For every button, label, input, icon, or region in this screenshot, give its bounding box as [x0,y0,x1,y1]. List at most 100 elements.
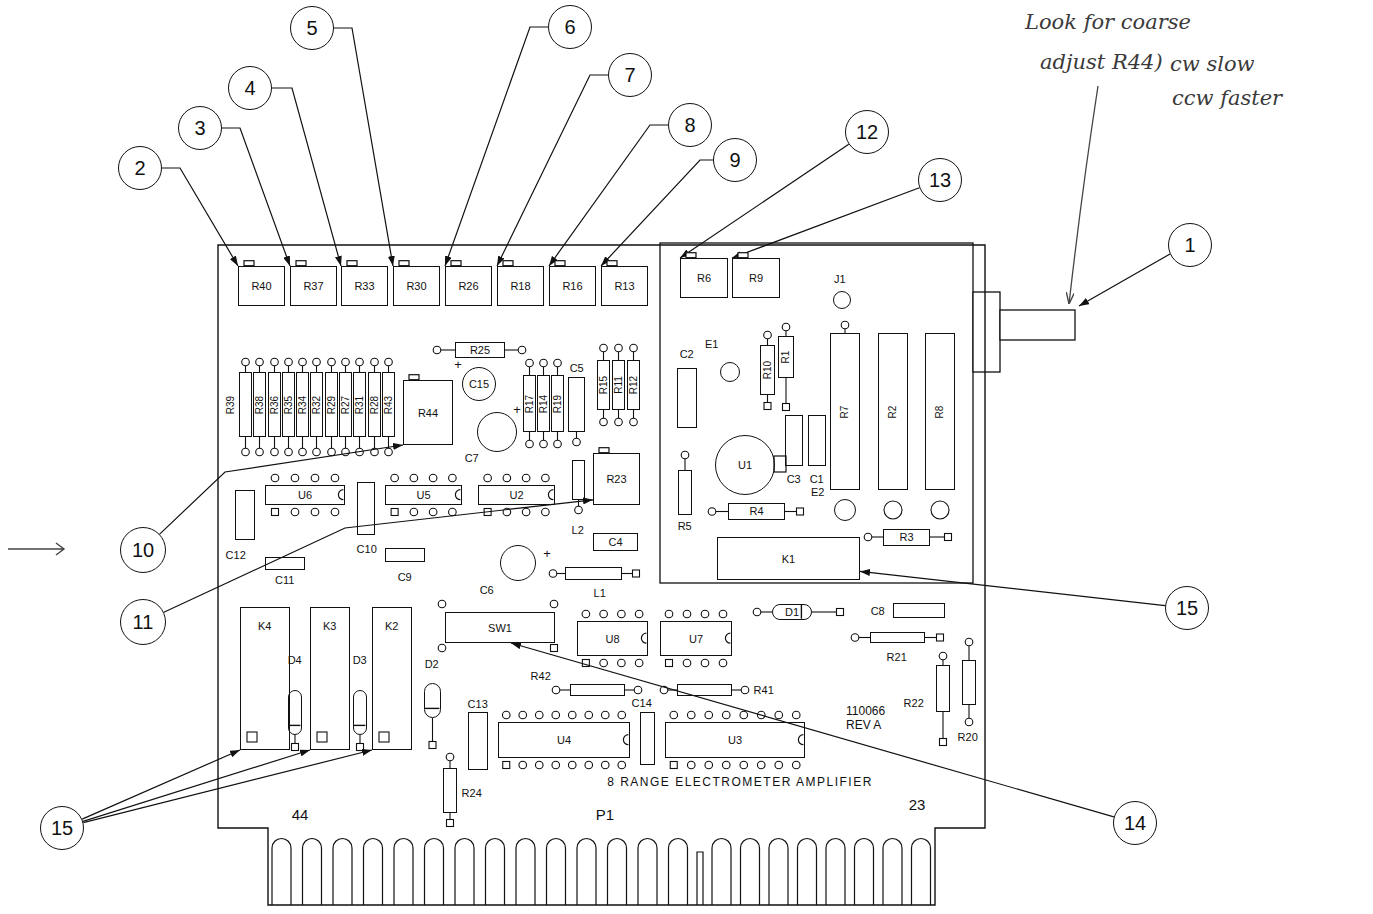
callout-circle: 4 [228,66,272,110]
ic-notch [455,490,460,500]
lead-wire [633,410,634,418]
component-label: R7 [840,405,850,418]
solder-pad [540,359,548,367]
square-pad [764,403,771,410]
solder-pad [256,448,264,456]
solder-pad [775,761,783,769]
handwritten-note: Look for coarse [1025,10,1191,35]
diode-body: D2 [424,683,441,718]
solder-pad [535,711,543,719]
edge-finger [608,839,627,906]
diode-body: D1 [772,604,812,620]
component-label: R12 [629,376,639,394]
square-pad [783,404,790,411]
lead-wire [622,573,632,574]
solder-pad [741,686,749,694]
component-label: L1 [594,586,606,599]
lead-wire [785,378,786,403]
component-outline: R10 [760,345,775,395]
board-marking: 8 RANGE ELECTROMETER AMPLIFIER [607,776,873,790]
solder-pad [687,761,695,769]
callout-circle: 9 [713,138,757,182]
square-pad [551,645,558,652]
solder-pad [884,501,902,519]
solder-pad [683,659,691,667]
component-label: R38 [255,395,265,413]
lead-wire [968,646,969,660]
edge-finger [883,839,902,906]
component-outline: C1 [808,415,826,466]
solder-pad [385,448,393,456]
edge-finger [638,839,657,906]
component-label: C13 [468,697,488,710]
lead-wire [274,437,275,448]
pot-tab [347,261,357,266]
component-label: E1 [705,337,718,350]
component-outline: K4 [240,607,290,750]
component-outline: K2 [372,607,412,750]
solder-pads [242,321,973,826]
diode-band [801,605,802,619]
lead-wire [388,437,389,448]
pot-tab [451,261,461,266]
solder-pad [385,358,393,366]
callout-number: 6 [564,16,575,39]
solder-pad [291,508,299,516]
callout-circle: 13 [918,158,962,202]
leader-line [82,750,240,819]
knob-mount [973,292,1000,372]
solder-pad [740,711,748,719]
component-outline: R39 [239,372,252,437]
solder-pad [285,358,293,366]
lead-wire [576,432,577,438]
edge-finger [577,839,596,906]
leader-line [334,28,393,266]
leader-line [164,500,593,612]
callout-number: 13 [929,169,951,192]
callout-circle: 11 [120,599,166,645]
component-label: E2 [811,485,824,498]
trimmer-pot: R26 [445,266,492,306]
solder-pad [438,600,446,608]
component-outline: C12 [235,490,255,540]
solder-pad [708,508,716,516]
solder-pad [585,761,593,769]
component-label: R31 [355,395,365,413]
solder-pad [550,600,558,608]
component-label: R39 [226,396,236,414]
component-label: C11 [275,573,294,586]
pot-tab [607,261,617,266]
lead-wire [930,536,944,537]
component-outline: R42 [570,684,625,696]
component-label: R10 [763,361,773,379]
callout-number: 2 [134,157,145,180]
trimmer-pot: R23 [593,453,640,505]
lead-wire [557,432,558,440]
lead-wire [316,437,317,448]
board-edge [218,245,985,905]
square-pad [503,762,510,769]
callout-number: 3 [194,117,205,140]
component-label: C6 [480,583,494,596]
edge-finger [394,839,413,906]
component-label: R32 [312,395,322,413]
leader-line [1079,254,1170,306]
edge-finger [912,839,931,906]
component-label: R42 [531,669,551,682]
handwritten-arrow [8,543,64,555]
leader-line [160,445,403,534]
callout-circle: 14 [1113,801,1157,845]
component-outline: K3 [310,607,350,750]
ic-notch [798,735,803,745]
component-label: R28 [370,395,380,413]
lead-wire [618,410,619,418]
lead-wire [374,437,375,448]
component-label: R35 [284,395,294,413]
solder-pad [542,474,550,482]
square-pad [940,739,947,746]
diode-band [425,708,439,709]
solder-pad [683,610,691,618]
component-label: D3 [353,653,367,666]
solder-pad [313,448,321,456]
shape-outline [425,684,440,717]
